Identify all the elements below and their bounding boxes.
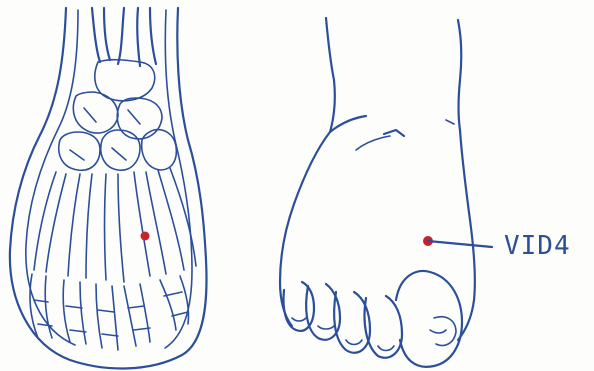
foot-outline xyxy=(280,130,475,340)
leg-outline xyxy=(326,18,461,132)
ankle-creases xyxy=(330,116,454,150)
leader-line xyxy=(428,241,492,247)
toes xyxy=(284,271,463,367)
acupoint-label: VID4 xyxy=(504,231,571,261)
